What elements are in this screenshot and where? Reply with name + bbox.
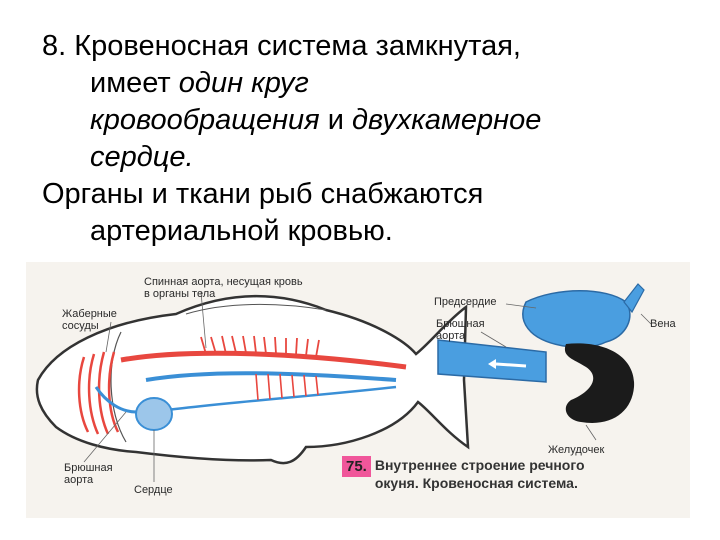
cardinal-vein xyxy=(145,371,397,382)
organs-line-2: артериальной кровью. xyxy=(90,215,393,247)
label-ventricle: Желудочек xyxy=(548,444,605,456)
label-ventral-aorta-right: Брюшная аорта xyxy=(436,318,485,342)
slide-body-text: 8. Кровеносная система замкнутая, имеет … xyxy=(42,28,692,250)
ventral-aorta-vessel xyxy=(94,386,137,414)
abdominal-vein xyxy=(150,385,397,414)
figure-number: 75. xyxy=(342,456,371,477)
heart-flow-arrow xyxy=(495,362,527,368)
fish-diagram xyxy=(35,283,652,482)
text-one-circle: один круг xyxy=(178,67,309,99)
heart-ventricle xyxy=(564,343,635,423)
point-8-line-3: кровообращения и двухкамерное xyxy=(42,102,692,139)
dorsal-aorta-vessel xyxy=(120,350,407,370)
label-heart: Сердце xyxy=(134,484,173,496)
organs-line-1: Органы и ткани рыб снабжаются xyxy=(42,178,484,210)
label-vein: Вена xyxy=(650,318,676,330)
dorsal-fin-line xyxy=(185,303,327,315)
text-has: имеет xyxy=(90,67,179,99)
heart-atrium xyxy=(521,290,631,348)
body-capillaries-bottom xyxy=(255,373,319,401)
fish-heart xyxy=(135,397,173,431)
point-8-line-1: 8. Кровеносная система замкнутая, xyxy=(42,30,521,62)
body-capillaries-top xyxy=(200,335,320,358)
text-and: и xyxy=(319,104,352,136)
circulatory-system-figure: Спинная аорта, несущая кровь в органы те… xyxy=(26,262,690,518)
point-8-line-2: имеет один круг xyxy=(42,65,692,102)
label-dorsal-aorta: Спинная аорта, несущая кровь в органы те… xyxy=(144,276,303,300)
heart-vein xyxy=(623,283,645,314)
text-two-chamber: двухкамерное xyxy=(352,104,542,136)
heart-ventral-aorta xyxy=(437,339,547,383)
label-atrium: Предсердие xyxy=(434,296,497,308)
point-8-line-4: сердце. xyxy=(90,141,194,173)
label-gill-vessels: Жаберные сосуды xyxy=(62,308,117,332)
text-circulation: кровообращения xyxy=(90,104,320,136)
figure-title: Внутреннее строение речного окуня. Крове… xyxy=(374,457,585,491)
figure-caption: 75. Внутреннее строение речного окуня. К… xyxy=(342,456,585,492)
gill-cover-line xyxy=(110,331,127,443)
gill-arches xyxy=(77,351,120,435)
label-ventral-aorta-left: Брюшная аорта xyxy=(64,462,113,486)
label-pointers xyxy=(83,291,652,482)
